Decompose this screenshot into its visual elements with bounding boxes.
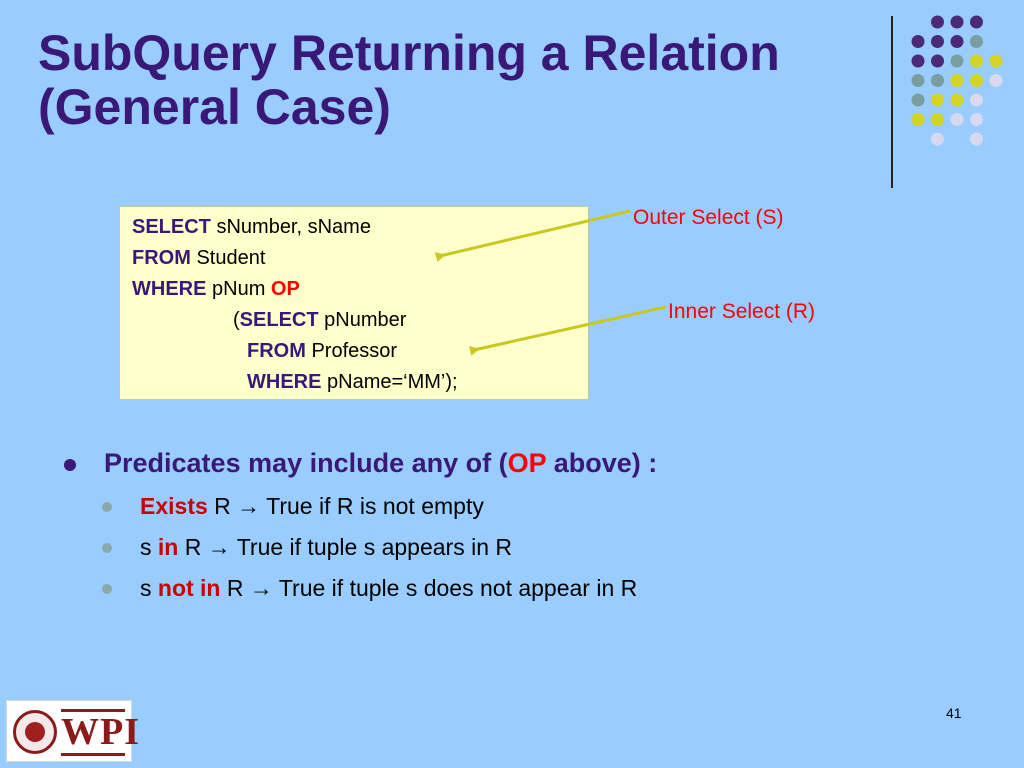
dot-grid-decoration bbox=[911, 15, 1003, 146]
sub-bullet-keyword: Exists bbox=[140, 493, 208, 519]
sub-bullet-dot-icon bbox=[102, 543, 112, 553]
bullet-op: OP bbox=[507, 448, 547, 478]
decoration-dot bbox=[989, 74, 1003, 87]
code-line-2: FROM Student bbox=[132, 246, 265, 270]
bullet-text: Predicates may include any of ( bbox=[104, 448, 508, 478]
decoration-dot bbox=[950, 54, 964, 68]
sub-bullet-keyword: in bbox=[157, 534, 179, 560]
sub-bullet-3: s not in R → True if tuple s does not ap… bbox=[140, 574, 637, 602]
decoration-dot bbox=[931, 132, 944, 146]
title-line-2: (General Case) bbox=[38, 79, 391, 135]
outer-select-callout: Outer Select (S) bbox=[633, 206, 784, 229]
decoration-dot bbox=[970, 54, 983, 68]
logo-text: WPI bbox=[61, 711, 140, 753]
sub-bullet-keyword: not in bbox=[157, 575, 221, 601]
code-line-3: WHERE pNum OP bbox=[132, 277, 300, 301]
decoration-dot bbox=[970, 132, 983, 146]
decoration-dot bbox=[970, 35, 983, 48]
decoration-dot bbox=[911, 35, 925, 48]
code-line-4: (SELECT pNumber bbox=[233, 308, 406, 332]
code-text: ( bbox=[233, 309, 240, 331]
sub-bullet-text: R → True if tuple s does not appear in R bbox=[220, 575, 638, 601]
sub-bullet-text: R → True if R is not empty bbox=[207, 493, 484, 519]
code-line-5: FROM Professor bbox=[247, 339, 397, 363]
decoration-dot bbox=[970, 74, 983, 87]
sub-bullet-text: R → True if tuple s appears in R bbox=[178, 534, 512, 560]
code-op: OP bbox=[270, 278, 300, 300]
code-text: pNumber bbox=[318, 309, 407, 331]
sql-code-box: SELECT sNumber, sName FROM Student WHERE… bbox=[119, 206, 589, 400]
decoration-dot bbox=[931, 74, 944, 87]
sub-bullet-1: Exists R → True if R is not empty bbox=[140, 492, 484, 520]
decoration-dot bbox=[950, 15, 964, 29]
seal-icon bbox=[13, 710, 57, 754]
decoration-dot bbox=[911, 54, 925, 68]
decoration-dot bbox=[950, 113, 964, 126]
bullet-text: above) : bbox=[546, 448, 658, 478]
inner-select-callout: Inner Select (R) bbox=[668, 300, 816, 323]
code-keyword: WHERE bbox=[132, 278, 207, 300]
decoration-dot bbox=[911, 74, 925, 87]
code-text: Student bbox=[190, 247, 266, 269]
decoration-dot bbox=[950, 93, 964, 107]
code-line-1: SELECT sNumber, sName bbox=[132, 215, 371, 239]
decoration-dot bbox=[931, 15, 944, 29]
code-text: sNumber, sName bbox=[210, 216, 371, 238]
wpi-seal-logo: WPI bbox=[6, 700, 139, 762]
title-divider-line bbox=[891, 16, 893, 188]
page-number: 41 bbox=[946, 705, 962, 721]
code-keyword: SELECT bbox=[132, 216, 211, 238]
code-keyword: WHERE bbox=[247, 371, 322, 393]
title-line-1: SubQuery Returning a Relation bbox=[38, 25, 780, 81]
decoration-dot bbox=[970, 113, 983, 126]
sub-bullet-dot-icon bbox=[102, 584, 112, 594]
sub-bullet-text: s bbox=[140, 534, 158, 560]
decoration-dot bbox=[950, 35, 964, 48]
decoration-dot bbox=[911, 93, 925, 107]
decoration-dot bbox=[989, 54, 1003, 68]
slide-title: SubQuery Returning a Relation (General C… bbox=[38, 26, 780, 134]
decoration-dot bbox=[931, 35, 944, 48]
sub-bullet-text: s bbox=[140, 575, 158, 601]
code-line-6: WHERE pName=‘MM’); bbox=[247, 370, 458, 394]
decoration-dot bbox=[931, 113, 944, 126]
code-text: pNum bbox=[206, 278, 271, 300]
main-bullet: Predicates may include any of (OP above)… bbox=[104, 446, 657, 480]
decoration-dot bbox=[950, 74, 964, 87]
decoration-dot bbox=[931, 54, 944, 68]
decoration-dot bbox=[970, 15, 983, 29]
decoration-dot bbox=[970, 93, 983, 107]
sub-bullet-dot-icon bbox=[102, 502, 112, 512]
bullet-dot-icon bbox=[64, 459, 76, 471]
decoration-dot bbox=[911, 113, 925, 126]
code-text: Professor bbox=[305, 340, 398, 362]
code-keyword: FROM bbox=[132, 247, 191, 269]
code-keyword: SELECT bbox=[239, 309, 319, 331]
decoration-dot bbox=[931, 93, 944, 107]
sub-bullet-2: s in R → True if tuple s appears in R bbox=[140, 533, 512, 561]
code-keyword: FROM bbox=[247, 340, 306, 362]
code-text: pName=‘MM’); bbox=[321, 371, 458, 393]
